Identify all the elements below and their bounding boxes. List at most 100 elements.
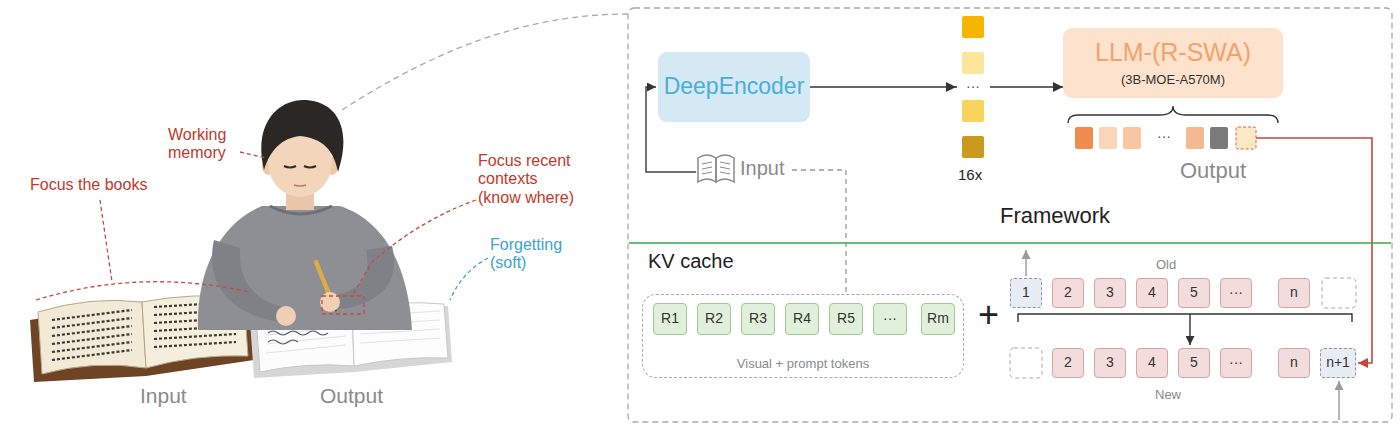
output-token [1075,127,1256,149]
notebook-illustration [352,303,448,366]
annotation-leader [240,152,266,158]
student-illustration [262,157,274,175]
student-illustration [268,127,332,197]
kv-token: 3 [1094,348,1126,378]
output-token [1099,127,1117,149]
student-illustration [330,246,394,310]
book-illustration [30,296,254,382]
row-label: New [1155,388,1181,403]
node-text: ··· [1229,285,1243,300]
node-text: (3B-MOE-A570M) [1121,73,1225,87]
evicted-token: 1 [1010,278,1042,308]
student-illustration [333,304,336,311]
node-text: ··· [883,311,897,326]
input-book-icon [716,155,734,182]
annotation-leader [342,14,628,110]
input-label: Input [740,157,784,180]
annotation-label: Forgetting (soft) [490,236,580,273]
node-text: 1 [1022,285,1030,300]
node-text: LLM-(R-SWA) [1095,39,1251,67]
output-token [1123,127,1141,149]
notebook-illustration [266,311,440,353]
student-illustration [261,100,343,172]
shift-arrow [1189,314,1190,345]
node-text: R5 [837,311,855,326]
input-book-icon [698,155,734,182]
node-text: DeepEncoder [664,74,805,99]
input-book-icon [698,155,716,182]
notebook-illustration [250,306,452,378]
node-text: 2 [1064,355,1072,370]
annotation-leader [36,282,250,300]
annotation-leader [352,200,476,296]
node-text: R1 [661,311,679,326]
student-illustration [326,157,338,175]
token-gap [957,79,990,96]
prompt-token: R5 [829,303,863,335]
student-illustration [284,166,316,168]
kv-token: 2 [1052,278,1084,308]
student-illustration [316,262,333,304]
kv-token: 3 [1094,278,1126,308]
node-text: R4 [793,311,811,326]
student-illustration [286,186,314,210]
notebook-illustration [250,303,452,378]
kv-token: 4 [1136,278,1168,308]
student-illustration [198,206,412,330]
token-group: Visual + prompt tokens R1 R2 R3 R4 R5 ··· Rm [642,294,964,378]
count-label: 16x [958,166,982,183]
empty-slot [1010,348,1042,378]
annotation-label: Working memory [168,126,246,163]
input-book-icon [702,162,730,174]
book-illustration [52,302,236,360]
insert-arrow [1338,381,1339,420]
node-text: R2 [705,311,723,326]
node-text: 2 [1064,285,1072,300]
student-illustration [294,185,306,186]
kv-token: ··· [1220,348,1252,378]
node-text: ··· [1229,355,1243,370]
node-text: 5 [1190,285,1198,300]
flow-arrow [810,86,1063,88]
node-text: 5 [1190,355,1198,370]
empty-slot [1322,278,1356,308]
node-text: 3 [1106,355,1114,370]
node-text: 3 [1106,285,1114,300]
illustration-caption: Output [320,384,383,408]
node-text: n [1290,355,1298,370]
new-token: n+1 [1320,348,1356,378]
node-text: Visual + prompt tokens [643,357,963,371]
node-text: R3 [749,311,767,326]
node-text: Rm [927,311,949,326]
notebook-illustration [256,307,354,372]
output-label: Output [1180,158,1246,183]
node-text: 4 [1148,355,1156,370]
annotation-leader [450,258,488,300]
node-text: n [1290,285,1298,300]
node-text: 4 [1148,285,1156,300]
student-illustration [198,100,412,330]
vision-token [962,136,984,158]
prompt-token: Rm [921,303,955,335]
append-arrow [1256,138,1372,363]
kv-token: 4 [1136,348,1168,378]
prompt-token: R1 [653,303,687,335]
panel-frame [628,8,1392,422]
output-token [1236,127,1256,149]
section-title: KV cache [648,250,734,273]
student-illustration [270,206,332,214]
plus-sign: + [978,294,999,335]
evict-arrow [1025,250,1026,276]
ellipsis-mark: ··· [960,78,986,94]
prompt-token: ··· [873,303,907,335]
vision-token [962,16,984,38]
output-token [1186,127,1204,149]
kv-token: 5 [1178,348,1210,378]
vision-token [962,52,984,74]
book-illustration [142,296,248,368]
annotation-label: Focus recent contexts (know where) [478,152,578,207]
annotation-leader [36,14,628,314]
book-illustration [38,300,146,374]
output-brace [1068,106,1278,123]
